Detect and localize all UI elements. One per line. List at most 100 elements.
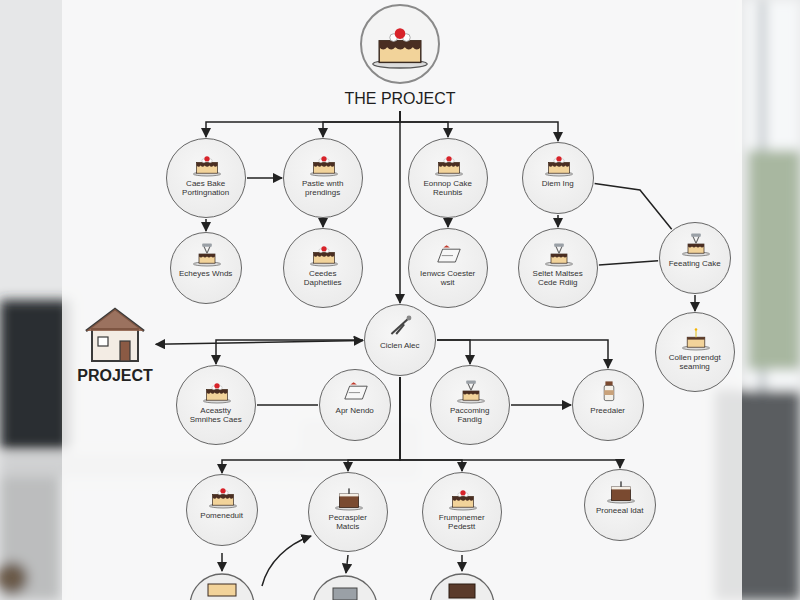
node-label: Preedaier [580,407,636,416]
node-label: Caes Bake Portingnation [178,180,234,198]
cake-icon [308,151,340,177]
node-text: Seltet Maltses Cede Rdiig [530,270,586,288]
connector [323,111,400,137]
node-label: Pecraspler Matcis [320,514,376,532]
process-circle: Apr Nendo [319,369,391,441]
node-text: Collen prendgt seaming [667,354,723,372]
cake-icon [340,378,372,404]
connector [322,219,324,227]
process-circle: Diem Ing [522,142,594,214]
process-circle: Echeyes Wnds [170,232,242,304]
node-text: Proneeal Idat [592,507,648,516]
node-text: Ciclen Alec [372,342,428,351]
node-label: Pastie wnth prendings [295,180,351,198]
node-label: Apr Nendo [327,407,383,416]
node-text: Pecraspler Matcis [320,514,376,532]
hub-circle [360,4,440,84]
cake-icon [385,313,417,339]
node-label: Ciclen Alec [372,342,428,351]
node-text: Echeyes Wnds [178,270,234,279]
connector [599,261,658,265]
process-circle: Frumpnemer Pedestt [422,472,502,552]
process-circle: Ceedes Daphetiies [283,228,363,308]
node-label: Feeating Cake [667,260,723,269]
cake-icon [680,231,712,257]
connector [205,219,207,231]
node-text: Diem Ing [530,180,586,189]
house-icon [80,305,150,363]
cake-icon [433,151,465,177]
cake-icon [333,485,365,511]
process-circle: Aceastty Smnihes Caes [176,365,256,445]
project-hub: THE PROJECT [344,4,455,108]
cake-icon [455,378,487,404]
process-circle: Collen prendgt seaming [655,312,735,392]
bottom-partial-circles [190,574,494,600]
node-label: Pomeneduit [194,512,250,521]
connector [400,111,558,141]
connector [447,219,449,227]
process-circle: Pecraspler Matcis [308,472,388,552]
process-circle: Proneeal Idat [584,469,656,541]
process-circle: Ciclen Alec [364,304,436,376]
connector [400,111,448,137]
node-text: Ceedes Daphetiies [295,270,351,288]
node-text: Frumpnemer Pedestt [434,514,490,532]
process-circle: Pomeneduit [186,474,258,546]
node-text: Ienwcs Coester wsit [420,270,476,288]
cake-icon [433,241,465,267]
connector [557,215,559,227]
big-cake-icon [368,16,432,72]
cake-icon [201,378,233,404]
node-label: Seltet Maltses Cede Rdiig [530,270,586,288]
node-text: Preedaier [580,407,636,416]
node-text: Feeating Cake [667,260,723,269]
cake-icon [593,378,625,404]
process-circle: Caes Bake Portingnation [166,138,246,218]
connector [437,340,470,364]
node-text: Aceastty Smnihes Caes [188,407,244,425]
process-circle: Paccoming Fandig [430,365,510,445]
project-house: PROJECT [77,305,153,385]
cake-icon [191,151,223,177]
connector [257,404,318,406]
glass-board [62,0,742,600]
process-circle: Ienwcs Coester wsit [408,228,488,308]
connector [247,177,282,179]
hub-title: THE PROJECT [344,90,455,108]
connector [437,340,608,368]
process-circle: Pastie wnth prendings [283,138,363,218]
house-title: PROJECT [77,367,153,385]
cake-icon [605,478,637,504]
node-label: Proneeal Idat [592,507,648,516]
node-text: Pastie wnth prendings [295,180,351,198]
node-label: Paccoming Fandig [442,407,498,425]
cake-icon [543,241,575,267]
node-label: Collen prendgt seaming [667,354,723,372]
cake-icon [543,151,575,177]
process-circle: Seltet Maltses Cede Rdiig [518,228,598,308]
node-text: Caes Bake Portingnation [178,180,234,198]
node-text: Apr Nendo [327,407,383,416]
node-label: Eonnop Cake Reunbis [420,180,476,198]
process-circle: Preedaier [572,369,644,441]
connector [206,111,400,137]
node-label: Aceastty Smnihes Caes [188,407,244,425]
node-text: Pomeneduit [194,512,250,521]
node-text: Eonnop Cake Reunbis [420,180,476,198]
process-circle: Feeating Cake [659,222,731,294]
node-label: Ceedes Daphetiies [295,270,351,288]
connector [694,295,696,311]
connector [216,340,363,364]
node-label: Echeyes Wnds [178,270,234,279]
connector [156,341,363,345]
cake-icon [680,325,712,351]
process-circle: Eonnop Cake Reunbis [408,138,488,218]
cake-icon [308,241,340,267]
connector [399,111,401,303]
node-label: Diem Ing [530,180,586,189]
node-label: Ienwcs Coester wsit [420,270,476,288]
